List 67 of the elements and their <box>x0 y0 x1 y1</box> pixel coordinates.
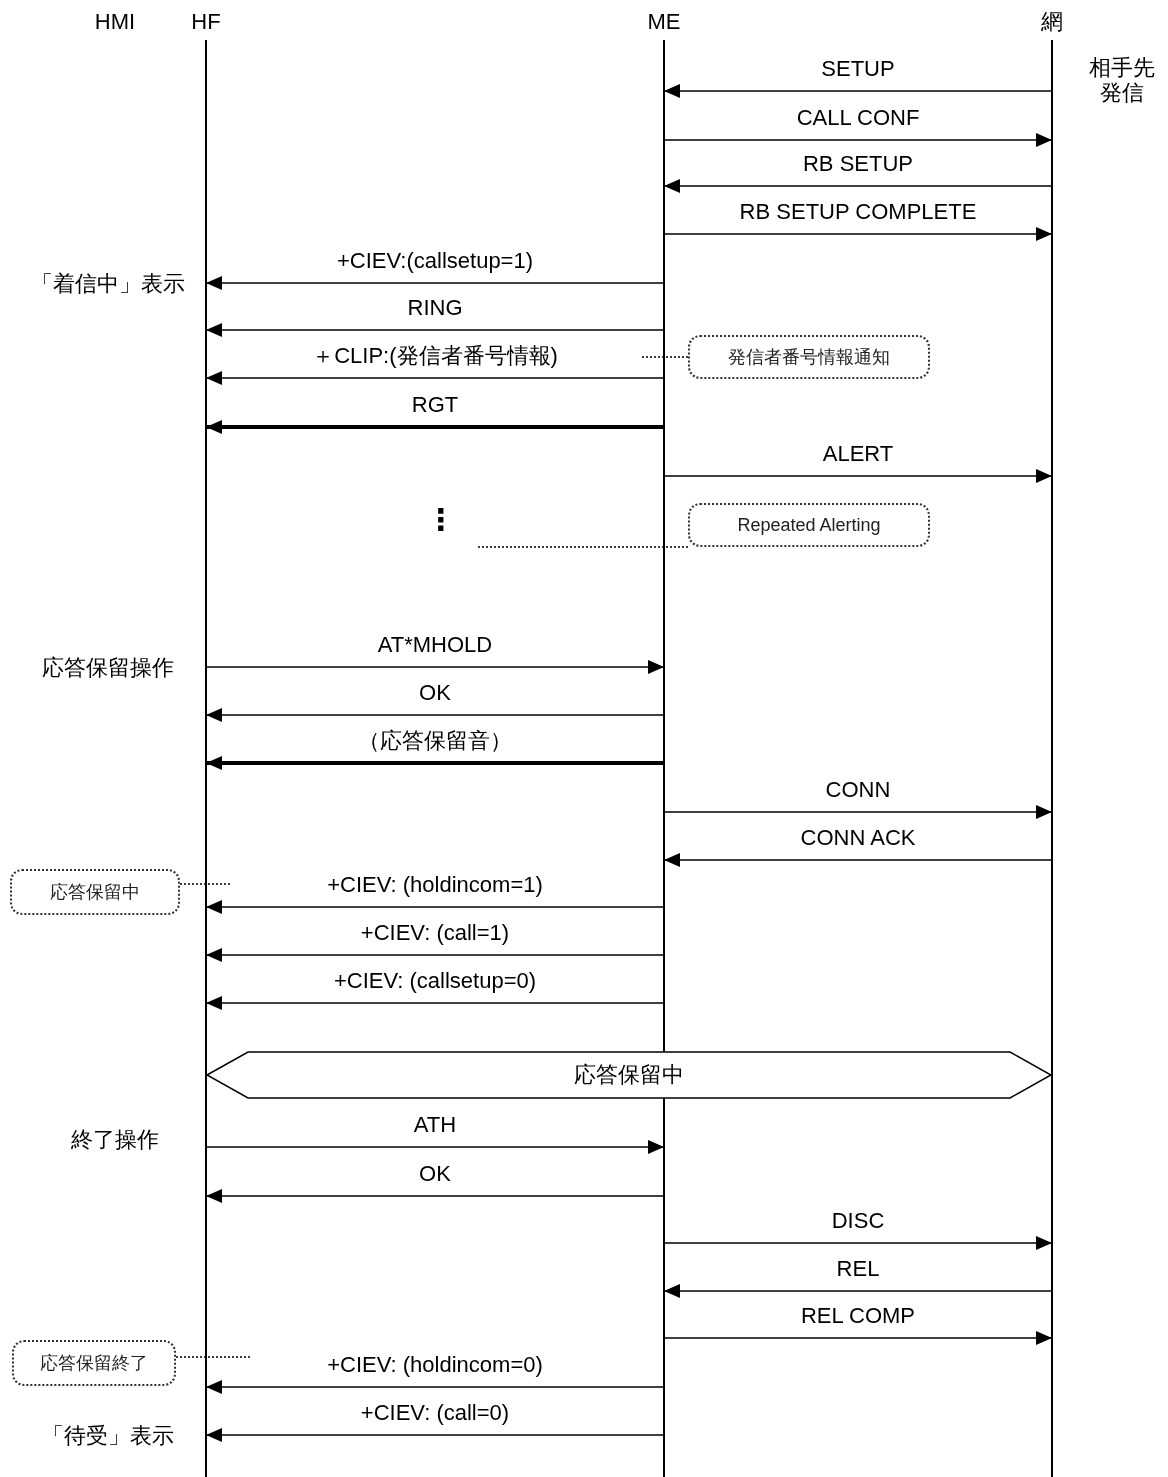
callout-note: Repeated Alerting <box>688 503 930 547</box>
edge-label: AT*MHOLD <box>377 632 493 658</box>
message-arrow <box>205 371 665 385</box>
message-arrow <box>205 323 665 337</box>
lifeline-header: HF <box>191 9 221 35</box>
annotation-text: 終了操作 <box>71 1127 159 1153</box>
message-arrow <box>205 900 665 914</box>
callout-note: 応答保留中 <box>10 869 180 915</box>
lifeline-header: 網 <box>1041 8 1063 36</box>
message-arrow <box>205 996 665 1010</box>
message-arrow <box>206 756 664 770</box>
leader-line <box>175 1356 251 1358</box>
message-arrow <box>205 1189 665 1203</box>
message-arrow <box>205 660 665 674</box>
message-arrow <box>663 133 1053 147</box>
edge-label: REL COMP <box>800 1303 916 1329</box>
ellipsis-mark: ⋮ <box>418 500 476 550</box>
edge-label: +CIEV: (call=0) <box>360 1400 510 1426</box>
message-arrow <box>205 708 665 722</box>
annotation-text: 「着信中」表示 <box>31 271 185 297</box>
message-arrow <box>663 179 1053 193</box>
message-arrow <box>663 853 1053 867</box>
edge-label: RING <box>407 295 463 321</box>
annotation-text: 応答保留操作 <box>42 655 174 681</box>
leader-line <box>639 356 689 358</box>
edge-label: SETUP <box>821 56 895 82</box>
message-arrow <box>206 420 664 434</box>
edge-label: CALL CONF <box>796 105 920 131</box>
edge-label: RGT <box>411 392 459 418</box>
message-arrow <box>205 1428 665 1442</box>
edge-label: +CIEV:(callsetup=1) <box>336 248 534 274</box>
message-arrow <box>205 948 665 962</box>
message-arrow <box>205 1140 665 1154</box>
message-arrow <box>663 1236 1053 1250</box>
message-arrow <box>205 1380 665 1394</box>
message-arrow <box>663 469 1053 483</box>
edge-label: CONN ACK <box>800 825 916 851</box>
leader-line <box>179 883 233 885</box>
edge-label: DISC <box>831 1208 885 1234</box>
message-arrow <box>663 1331 1053 1345</box>
edge-label: RB SETUP COMPLETE <box>739 199 977 225</box>
edge-label: ＋CLIP:(発信者番号情報) <box>312 343 558 369</box>
edge-label: REL <box>836 1256 880 1282</box>
edge-label: OK <box>419 680 451 706</box>
edge-label: +CIEV: (call=1) <box>360 920 510 946</box>
message-arrow <box>663 805 1053 819</box>
edge-label: （応答保留音） <box>358 728 512 754</box>
callout-note: 応答保留終了 <box>12 1340 176 1386</box>
message-arrow <box>663 227 1053 241</box>
message-arrow <box>205 276 665 290</box>
edge-label: +CIEV: (holdincom=0) <box>327 1352 543 1378</box>
edge-label: OK <box>419 1161 451 1187</box>
callout-note: 発信者番号情報通知 <box>688 335 930 379</box>
edge-label: RB SETUP <box>803 151 913 177</box>
message-arrow <box>663 1284 1053 1298</box>
message-arrow <box>663 84 1053 98</box>
edge-label: +CIEV: (callsetup=0) <box>333 968 537 994</box>
lifeline-header: ME <box>647 9 681 35</box>
annotation-text: 相手先発信 <box>1088 54 1156 106</box>
annotation-text: 「待受」表示 <box>42 1423 174 1449</box>
leader-line <box>475 546 689 548</box>
edge-label: ALERT <box>822 441 894 467</box>
edge-label: +CIEV: (holdincom=1) <box>327 872 543 898</box>
state-band: 応答保留中 <box>206 1051 1052 1099</box>
edge-label: ATH <box>413 1112 457 1138</box>
edge-label: CONN <box>825 777 891 803</box>
column-header: HMI <box>94 9 136 35</box>
